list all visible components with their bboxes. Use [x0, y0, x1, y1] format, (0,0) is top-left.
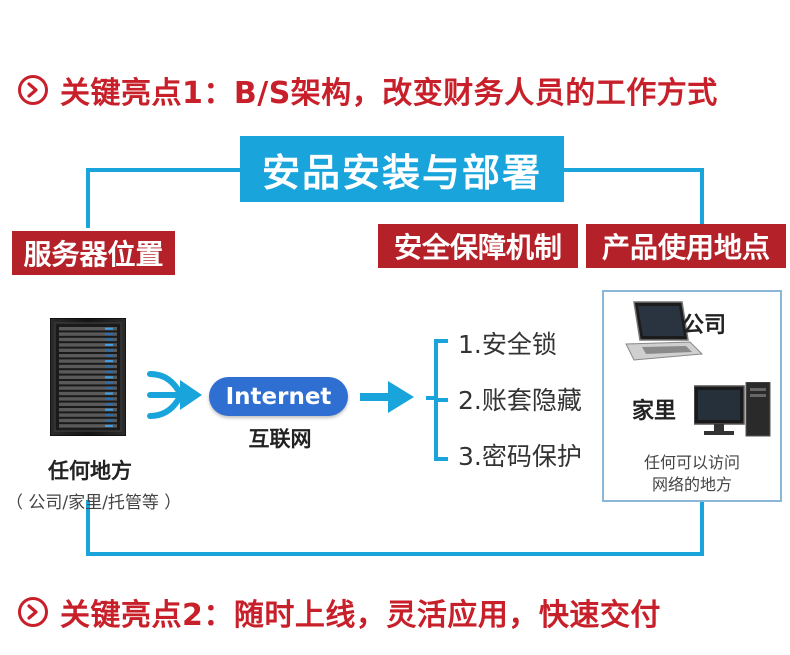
- tag-usage-location: 产品使用地点: [586, 224, 786, 268]
- usage-note: 任何可以访问 网络的地方: [604, 452, 780, 496]
- tag-security: 安全保障机制: [378, 224, 578, 268]
- server-rack-icon: [49, 317, 127, 440]
- headline-1: 关键亮点1：B/S架构，改变财务人员的工作方式: [18, 70, 718, 111]
- laptop-icon: [620, 300, 704, 366]
- frame-left-lower-line: [86, 500, 90, 556]
- server-location-sublabel: （ 公司/家里/托管等 ）: [6, 493, 182, 513]
- security-item-3: 3.密码保护: [458, 442, 582, 471]
- usage-home-label: 家里: [632, 399, 677, 424]
- usage-note-line-1: 任何可以访问: [643, 453, 740, 472]
- internet-label: 互联网: [248, 427, 312, 451]
- frame-left-upper-line: [86, 168, 90, 228]
- headline-1-text: 关键亮点1：B/S架构，改变财务人员的工作方式: [60, 76, 718, 111]
- double-arrow-icon: [146, 364, 208, 430]
- arrow-right-icon: [360, 381, 414, 417]
- desktop-computer-icon: [693, 381, 774, 442]
- frame-bottom-line: [86, 552, 704, 556]
- security-item-1: 1.安全锁: [458, 330, 557, 359]
- server-location-label: 任何地方: [48, 459, 132, 483]
- headline-2-text: 关键亮点2：随时上线，灵活应用，快速交付: [60, 598, 661, 633]
- chevron-right-icon: [18, 75, 48, 105]
- frame-right-lower-line: [700, 500, 704, 556]
- usage-company-label: 公司: [682, 313, 727, 338]
- headline-2: 关键亮点2：随时上线，灵活应用，快速交付: [18, 592, 661, 633]
- usage-note-line-2: 网络的地方: [651, 475, 732, 494]
- tag-server-location: 服务器位置: [12, 231, 175, 275]
- security-item-2: 2.账套隐藏: [458, 386, 582, 415]
- deploy-title: 安品安装与部署: [240, 136, 564, 202]
- frame-right-upper-line: [700, 168, 704, 228]
- security-bracket: [426, 338, 450, 466]
- chevron-right-icon: [18, 597, 48, 627]
- internet-pill: Internet: [209, 377, 348, 416]
